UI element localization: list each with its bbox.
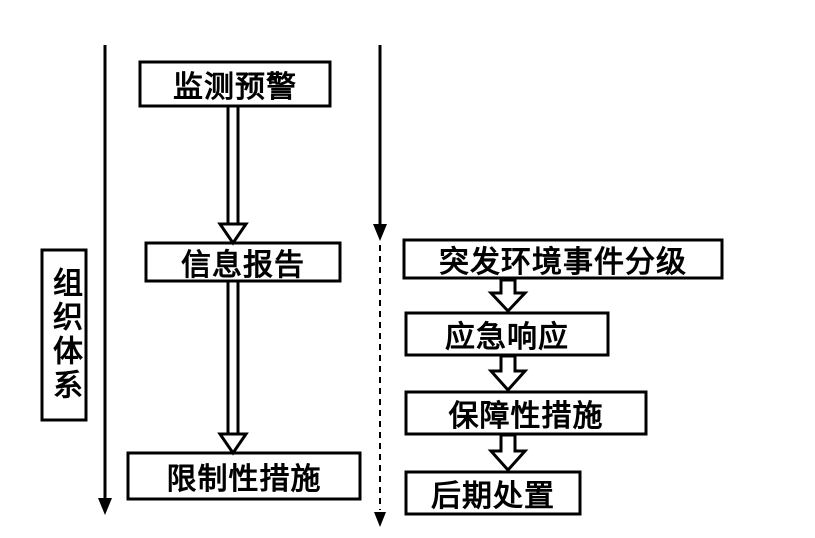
label-emergency-response: 应急响应 <box>445 320 569 355</box>
left-timeline-arrowhead <box>98 498 112 515</box>
label-info-report: 信息报告 <box>181 248 305 283</box>
box-post-disposal <box>404 470 582 516</box>
org-system-box <box>40 248 88 422</box>
label-org-system: 组织体系 <box>47 267 82 403</box>
middle-dashed-arrowhead <box>374 512 386 527</box>
arrow-right-1 <box>487 278 529 314</box>
box-emergency-response <box>404 311 610 357</box>
arrow-left-2 <box>217 281 249 456</box>
label-post-disposal: 后期处置 <box>431 479 555 514</box>
box-info-report <box>144 241 342 283</box>
label-event-grading: 突发环境事件分级 <box>439 245 687 280</box>
arrow-right-2 <box>487 354 529 393</box>
box-event-grading <box>402 238 724 280</box>
arrow-right-3 <box>487 433 529 473</box>
box-restrictive-measures <box>126 451 362 501</box>
label-safeguard-measures: 保障性措施 <box>448 399 604 434</box>
box-monitoring-warning <box>138 60 332 108</box>
middle-timeline-arrowhead <box>373 224 387 241</box>
label-monitoring-warning: 监测预警 <box>173 70 297 105</box>
box-safeguard-measures <box>404 390 648 436</box>
arrow-left-1 <box>217 106 249 246</box>
label-restrictive-measures: 限制性措施 <box>166 462 322 497</box>
